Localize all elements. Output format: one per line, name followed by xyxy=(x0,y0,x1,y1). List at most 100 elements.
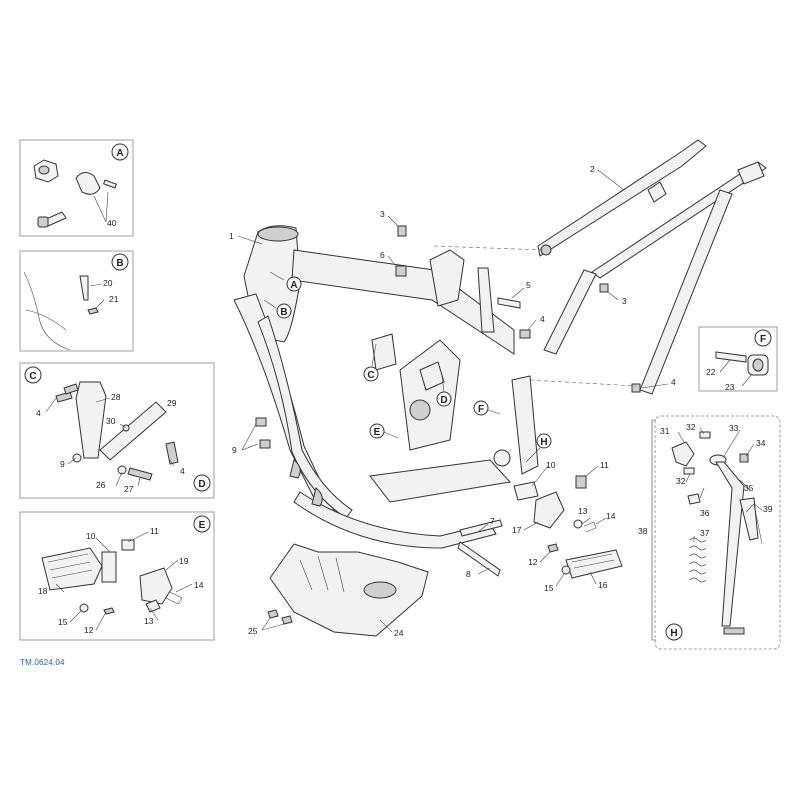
callout-11-e: 11 xyxy=(150,526,159,536)
frame-outline-b xyxy=(23,271,71,351)
inset-e: E 10 11 19 14 18 15 12 13 xyxy=(19,511,215,641)
callout-12-e: 12 xyxy=(84,625,94,635)
bushing-hole xyxy=(752,358,764,372)
pointer-h-line xyxy=(525,447,541,463)
leader-40 xyxy=(93,191,109,223)
spring-14 xyxy=(165,591,183,605)
callout-28: 28 xyxy=(111,392,121,402)
pointer-c-line xyxy=(371,343,377,367)
callout-14-main: 14 xyxy=(606,511,616,521)
subframe-strut-left xyxy=(543,269,597,355)
callout-20: 20 xyxy=(103,278,113,288)
callout-15-e: 15 xyxy=(58,617,68,627)
subframe-end xyxy=(737,161,765,185)
leader-1 xyxy=(237,235,263,245)
reference-code: TM.0624.04 xyxy=(20,658,65,667)
inset-a-circle xyxy=(111,143,129,161)
leader-10-main xyxy=(531,465,549,487)
leader-9-main xyxy=(241,423,259,451)
callout-39: 39 xyxy=(763,504,773,514)
leader-25 xyxy=(261,617,285,631)
pointer-e-line xyxy=(383,431,399,439)
nut-9-main-b xyxy=(255,417,267,427)
rear-gusset xyxy=(477,267,495,333)
callout-2: 2 xyxy=(590,164,595,174)
pointer-f-letter: F xyxy=(478,404,484,415)
leaders-cd xyxy=(45,397,175,487)
callout-15-main: 15 xyxy=(544,583,554,593)
bolt-11-main xyxy=(575,475,587,489)
dash-subframe-bottom xyxy=(529,379,637,387)
mid-bracket xyxy=(371,333,397,371)
callout-16: 16 xyxy=(598,580,608,590)
pin-10 xyxy=(101,551,117,583)
bolt-22 xyxy=(715,351,747,363)
cable-guide xyxy=(79,275,89,301)
leaders-f xyxy=(719,359,753,387)
callout-18: 18 xyxy=(38,586,48,596)
callout-40: 40 xyxy=(107,218,117,228)
callout-7: 7 xyxy=(490,516,495,526)
callout-9-c: 9 xyxy=(60,459,65,469)
callout-22: 22 xyxy=(706,367,716,377)
bolt-32b xyxy=(683,467,695,475)
inset-h-frame xyxy=(654,415,781,650)
front-lug xyxy=(289,459,301,479)
inset-h: H 31 32 33 34 32 35 36 39 37 38 xyxy=(638,415,781,650)
leader-15-main xyxy=(555,573,565,587)
inset-b-circle xyxy=(111,253,129,271)
nut-9-main-a xyxy=(259,439,271,449)
lock-hole xyxy=(38,165,50,175)
callout-19: 19 xyxy=(179,556,189,566)
callout-29: 29 xyxy=(167,398,177,408)
skid-plate-hole xyxy=(363,581,397,599)
main-frame-assembly xyxy=(233,225,539,549)
subframe-mid-tube xyxy=(591,161,767,279)
dash-subframe-top xyxy=(433,245,545,251)
leader-6 xyxy=(387,255,397,267)
pointer-b-circle xyxy=(276,303,292,319)
inset-b-letter: B xyxy=(116,258,123,269)
pointer-d-circle xyxy=(436,391,452,407)
bracket-19 xyxy=(139,567,173,605)
callout-9-main: 9 xyxy=(232,445,237,455)
inset-cd: C D 28 29 30 4 9 26 27 4 xyxy=(19,362,215,499)
main-callouts: 1 2 3 6 5 4 3 4 9 10 11 7 8 17 13 14 12 xyxy=(229,164,676,638)
footpeg-assembly xyxy=(457,475,623,579)
spring-37 xyxy=(689,537,707,583)
callout-13-e: 13 xyxy=(144,616,154,626)
callout-38: 38 xyxy=(638,526,648,536)
clip-36 xyxy=(687,493,701,505)
pointer-a-circle xyxy=(286,276,302,292)
skid-plate-mount xyxy=(369,459,511,503)
callout-3-main: 3 xyxy=(380,209,385,219)
spring-15-main xyxy=(561,565,571,575)
callout-1: 1 xyxy=(229,231,234,241)
callout-12-main: 12 xyxy=(528,557,538,567)
callout-8: 8 xyxy=(466,569,471,579)
leaders-e xyxy=(55,531,193,631)
bolt-7 xyxy=(459,519,503,537)
leader-4-main xyxy=(527,319,537,331)
nut-9 xyxy=(72,453,82,463)
callout-3-sub: 3 xyxy=(622,296,627,306)
inset-c-letter: C xyxy=(29,371,36,382)
callout-34: 34 xyxy=(756,438,766,448)
lock-pin xyxy=(103,179,117,189)
inset-f-circle xyxy=(754,329,772,347)
callout-10-e: 10 xyxy=(86,531,96,541)
callout-4-sub: 4 xyxy=(671,377,676,387)
inset-h-circle xyxy=(665,623,683,641)
side-stand-35 xyxy=(715,461,745,627)
bolt-4c xyxy=(165,441,179,465)
leader-3-sub xyxy=(607,291,619,301)
spring-14-main xyxy=(583,521,597,533)
callout-27: 27 xyxy=(124,484,134,494)
washer-13-main xyxy=(573,519,583,529)
callout-13-main: 13 xyxy=(578,506,588,516)
callout-17: 17 xyxy=(512,525,522,535)
subframe-bracket xyxy=(647,181,667,203)
leader-7 xyxy=(477,523,489,533)
bracket-28 xyxy=(75,381,107,459)
